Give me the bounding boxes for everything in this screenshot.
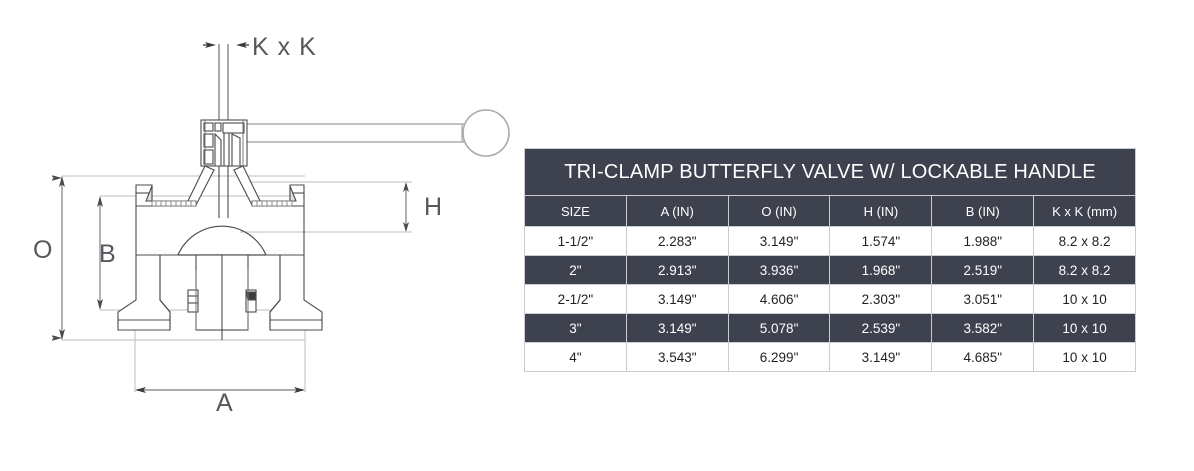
cell-a: 3.149" [625,284,729,314]
cell-o: 3.936" [727,255,831,285]
cell-a: 2.913" [625,255,729,285]
column-header-o: O (IN) [727,195,831,227]
column-header-size: SIZE [524,195,627,227]
butterfly-disc [177,225,267,256]
column-header-b: B (IN) [931,195,1035,227]
table-row: 3" 3.149" 5.078" 2.539" 3.582" 10 x 10 [524,313,1136,343]
cell-h: 1.968" [829,255,933,285]
table-row: 1-1/2" 2.283" 3.149" 1.574" 1.988" 8.2 x… [524,226,1136,256]
valve-seat [187,254,257,340]
cell-kxk: 10 x 10 [1033,342,1136,372]
cell-o: 4.606" [727,284,831,314]
valve-gasket [151,200,293,207]
dimension-label-o: O [33,236,53,264]
valve-technical-drawing: K x K O B H A [0,0,515,471]
cell-size: 2-1/2" [524,284,627,314]
valve-stem [218,44,229,122]
cell-h: 2.303" [829,284,933,314]
table-title-row: TRI-CLAMP BUTTERFLY VALVE W/ LOCKABLE HA… [524,148,1136,196]
cell-a: 3.149" [625,313,729,343]
cell-kxk: 10 x 10 [1033,284,1136,314]
column-header-a: A (IN) [625,195,729,227]
handle-hub [200,119,248,167]
valve-cross-section-svg [0,42,510,393]
dimension-kxk [203,42,249,48]
cell-h: 3.149" [829,342,933,372]
cell-h: 2.539" [829,313,933,343]
valve-body [135,206,305,256]
lockable-handle [240,109,510,157]
tri-clamp-ferrule-lower [117,254,323,331]
table-column-header-row: SIZE A (IN) O (IN) H (IN) B (IN) K x K (… [524,195,1136,227]
spec-table: TRI-CLAMP BUTTERFLY VALVE W/ LOCKABLE HA… [524,148,1136,372]
cell-size: 4" [524,342,627,372]
cell-a: 3.543" [625,342,729,372]
cell-size: 3" [524,313,627,343]
column-header-h: H (IN) [829,195,933,227]
cell-kxk: 8.2 x 8.2 [1033,255,1136,285]
spec-table-container: TRI-CLAMP BUTTERFLY VALVE W/ LOCKABLE HA… [524,148,1136,372]
cell-o: 3.149" [727,226,831,256]
valve-internal-details [195,120,249,330]
dimension-label-a: A [216,389,233,417]
table-title: TRI-CLAMP BUTTERFLY VALVE W/ LOCKABLE HA… [524,148,1136,196]
dimension-label-h: H [424,193,443,221]
cell-b: 4.685" [931,342,1035,372]
cell-b: 1.988" [931,226,1035,256]
cell-kxk: 10 x 10 [1033,313,1136,343]
cell-b: 3.582" [931,313,1035,343]
table-row: 2-1/2" 3.149" 4.606" 2.303" 3.051" 10 x … [524,284,1136,314]
dimension-label-kxk: K x K [252,33,317,61]
cell-a: 2.283" [625,226,729,256]
table-row: 2" 2.913" 3.936" 1.968" 2.519" 8.2 x 8.2 [524,255,1136,285]
column-header-kxk: K x K (mm) [1033,195,1136,227]
valve-bonnet [185,165,263,218]
table-row: 4" 3.543" 6.299" 3.149" 4.685" 10 x 10 [524,342,1136,372]
dimension-label-b: B [99,240,116,268]
cell-kxk: 8.2 x 8.2 [1033,226,1136,256]
cell-size: 1-1/2" [524,226,627,256]
cell-o: 5.078" [727,313,831,343]
cell-size: 2" [524,255,627,285]
cell-b: 3.051" [931,284,1035,314]
cell-o: 6.299" [727,342,831,372]
cell-h: 1.574" [829,226,933,256]
cell-b: 2.519" [931,255,1035,285]
